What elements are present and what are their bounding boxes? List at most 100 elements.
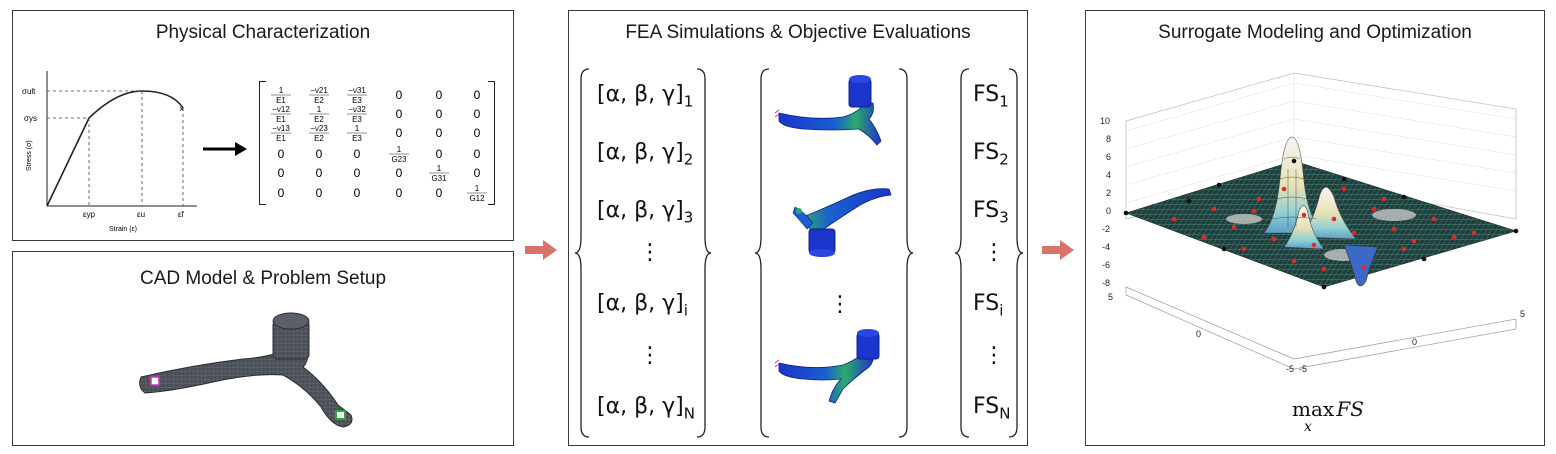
svg-text:G12: G12: [469, 194, 485, 203]
objective-ellipsis-1: ⋮: [983, 239, 1005, 264]
sample-point-black: [1513, 228, 1519, 234]
params-left-brace: [574, 68, 590, 438]
fea-result-n: [774, 329, 880, 404]
svg-text:E1: E1: [276, 96, 286, 105]
sample-point-red: [1471, 230, 1477, 236]
matrix-cell: 0: [436, 107, 443, 121]
z-tick-n2: -2: [1102, 224, 1110, 234]
y-tick-ult: σult: [22, 87, 36, 96]
svg-text:E1: E1: [276, 134, 286, 143]
sample-point-black: [1291, 158, 1297, 164]
sample-point-black: [1123, 210, 1129, 216]
svg-text:G23: G23: [391, 155, 407, 164]
z-tick-4: 4: [1106, 170, 1111, 180]
param-vector-1: [α, β, γ]1: [597, 82, 694, 111]
sample-point-red: [1251, 208, 1257, 214]
x-tick-0: 0: [1412, 337, 1417, 347]
x-tick-n5: -5: [1299, 364, 1307, 374]
matrix-cell: 0: [278, 166, 285, 180]
matrix-cell: 0: [474, 126, 481, 140]
svg-text:G31: G31: [431, 174, 447, 183]
svg-text:1: 1: [475, 184, 480, 193]
sample-point-red: [1171, 216, 1177, 222]
cad-model-panel: CAD Model & Problem Setup: [12, 251, 514, 446]
strain-axis-label: Strain (ε): [109, 226, 137, 233]
matrix-cell: 0: [474, 147, 481, 161]
max-operator: max x: [1292, 397, 1335, 435]
matrix-cell: 0: [396, 126, 403, 140]
sample-point-red: [1411, 238, 1417, 244]
param-vector-2: [α, β, γ]2: [597, 140, 694, 169]
objective-fs-3: FS3: [973, 198, 1009, 227]
matrix-cell: 0: [474, 88, 481, 102]
x-tick-5: 5: [1520, 309, 1525, 319]
sample-point-red: [1256, 196, 1262, 202]
param-vector-i: [α, β, γ]i: [597, 291, 688, 320]
sample-point-black: [1341, 176, 1347, 182]
y-tick-5: 5: [1108, 292, 1113, 302]
objective-formula: max x FS: [1292, 397, 1364, 435]
cad-bracket-model: [139, 312, 353, 428]
matrix-cell: 1E1: [271, 86, 291, 105]
sample-point-red: [1301, 212, 1307, 218]
arrow-icon-4: [1042, 240, 1074, 260]
svg-text:1: 1: [279, 86, 284, 95]
matrix-cell: 0: [354, 166, 361, 180]
fea-right-brace: [898, 68, 914, 438]
fea-result-1: [774, 75, 882, 146]
cad-model-title: CAD Model & Problem Setup: [139, 268, 387, 289]
z-tick-6: 6: [1106, 152, 1111, 162]
svg-text:E2: E2: [314, 96, 324, 105]
sample-point-red: [1331, 216, 1337, 222]
objective-fs-2: FS2: [973, 140, 1009, 169]
sample-point-red: [1371, 206, 1377, 212]
physical-characterization-title: Physical Characterization: [155, 22, 371, 43]
sample-point-black: [1221, 246, 1227, 252]
svg-text:1: 1: [317, 105, 322, 114]
y-tick-0: 0: [1196, 329, 1201, 339]
matrix-cell: 0: [316, 186, 323, 200]
max-variable: x: [1304, 419, 1312, 435]
x-tick-yp: εyp: [83, 210, 96, 219]
x-tick-u: εu: [137, 210, 145, 219]
svg-text:−ν31: −ν31: [348, 86, 366, 95]
svg-text:−ν13: −ν13: [272, 124, 290, 133]
svg-text:E2: E2: [314, 115, 324, 124]
fea-left-brace: [754, 68, 770, 438]
sample-point-red: [1211, 206, 1217, 212]
matrix-cell: 1E2: [309, 105, 329, 124]
sample-point-red: [1351, 230, 1357, 236]
matrix-cell: 0: [396, 166, 403, 180]
fea-ellipsis: ⋮: [829, 291, 851, 316]
y-tick-n5: -5: [1286, 364, 1294, 374]
sample-point-red: [1201, 234, 1207, 240]
matrix-cell: 0: [278, 186, 285, 200]
sample-point-black: [1216, 182, 1222, 188]
svg-text:1: 1: [437, 164, 442, 173]
matrix-cell: 0: [316, 166, 323, 180]
matrix-cell: 0: [396, 88, 403, 102]
sample-point-black: [1321, 284, 1327, 290]
svg-text:E3: E3: [352, 134, 362, 143]
matrix-cell: 0: [474, 107, 481, 121]
stress-axis-label: Stress (σ): [26, 140, 33, 171]
sample-point-red: [1431, 216, 1437, 222]
sample-point-red: [1281, 186, 1287, 192]
sample-point-red: [1241, 246, 1247, 252]
param-ellipsis-2: ⋮: [639, 342, 661, 367]
max-objective: FS: [1336, 397, 1364, 421]
fea-result-2: [792, 188, 892, 257]
matrix-cell: 0: [396, 107, 403, 121]
z-tick-2: 2: [1106, 188, 1111, 198]
surrogate-panel: Surrogate Modeling and Optimization: [1085, 10, 1545, 446]
svg-text:−ν23: −ν23: [310, 124, 328, 133]
objective-ellipsis-2: ⋮: [983, 342, 1005, 367]
